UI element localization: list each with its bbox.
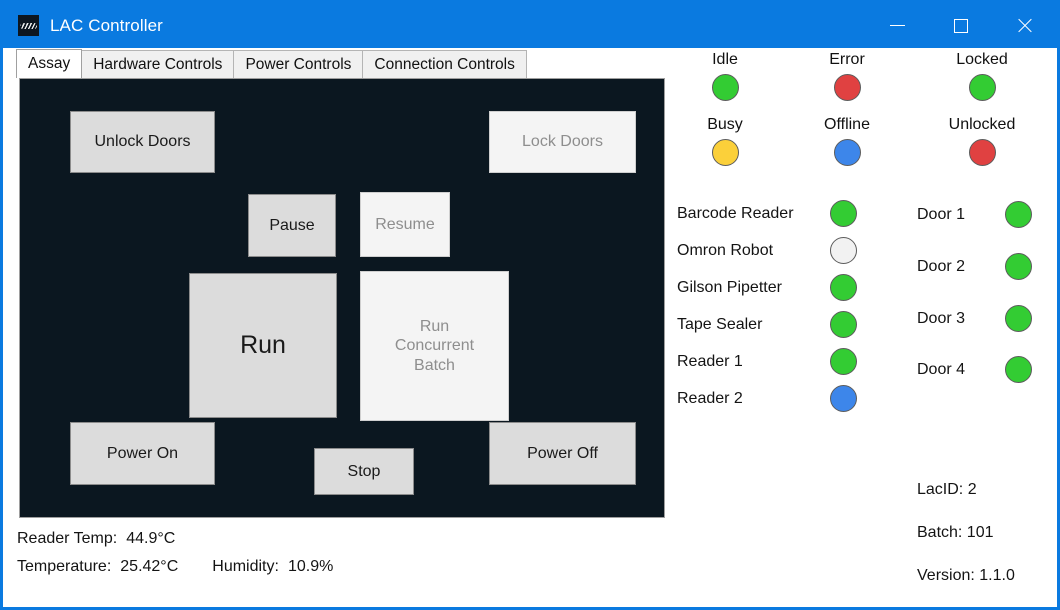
minimize-button[interactable]	[865, 3, 929, 48]
temperature-value: 25.42°C	[120, 558, 179, 575]
legend-error: Error	[787, 51, 907, 106]
tab-assay[interactable]: Assay	[16, 49, 83, 78]
door-row-1: Door 1	[917, 201, 1032, 228]
device-row-barcode-reader: Barcode Reader	[677, 200, 857, 227]
device-row-reader-1: Reader 1	[677, 348, 857, 375]
resume-button: Resume	[360, 192, 450, 257]
humidity-value: 10.9%	[287, 558, 334, 575]
tab-power-controls-label: Power Controls	[245, 55, 352, 73]
legend-error-lamp	[833, 74, 861, 101]
app-icon-waveform	[20, 23, 37, 29]
assay-panel: Unlock Doors Lock Doors Pause Resume Run…	[19, 78, 665, 518]
lock-doors-button: Lock Doors	[489, 111, 636, 173]
legend-idle-label: Idle	[712, 51, 738, 68]
batch-text: Batch: 101	[917, 524, 994, 541]
legend-idle: Idle	[665, 51, 785, 106]
stop-button[interactable]: Stop	[314, 448, 414, 495]
status-bar: Reader Temp: 44.9°C Temperature: 25.42°C…	[17, 530, 717, 586]
legend-idle-lamp	[711, 74, 739, 101]
reader-temp-value: 44.9°C	[126, 530, 176, 547]
legend-busy: Busy	[665, 116, 785, 171]
door-row-2: Door 2	[917, 253, 1032, 280]
tab-hardware-controls-label: Hardware Controls	[93, 55, 223, 73]
unlock-doors-button[interactable]: Unlock Doors	[70, 111, 215, 173]
device-row-omron-robot: Omron Robot	[677, 237, 857, 264]
door-lamp-2	[1005, 253, 1032, 280]
door-label-4: Door 4	[917, 360, 966, 378]
device-row-tape-sealer: Tape Sealer	[677, 311, 857, 338]
device-label-tape-sealer: Tape Sealer	[677, 315, 763, 333]
legend-unlocked: Unlocked	[922, 116, 1042, 171]
legend-busy-label: Busy	[707, 116, 743, 133]
close-button[interactable]	[993, 3, 1057, 48]
temperature-label: Temperature:	[17, 558, 112, 575]
power-on-button[interactable]: Power On	[70, 422, 215, 485]
device-label-gilson-pipetter: Gilson Pipetter	[677, 278, 782, 296]
device-lamp-barcode-reader	[830, 200, 857, 227]
device-lamp-reader-2	[830, 385, 857, 412]
legend-unlocked-label: Unlocked	[948, 116, 1016, 133]
door-lamp-1	[1005, 201, 1032, 228]
legend-locked: Locked	[922, 51, 1042, 106]
legend-offline-label: Offline	[824, 116, 870, 133]
legend-offline: Offline	[787, 116, 907, 171]
pause-button[interactable]: Pause	[248, 194, 336, 257]
door-label-2: Door 2	[917, 257, 966, 275]
maximize-icon	[954, 18, 968, 33]
legend-locked-label: Locked	[956, 51, 1008, 68]
device-label-omron-robot: Omron Robot	[677, 241, 774, 259]
meta-block: LacID: 2 Batch: 101 Version: 1.1.0	[917, 481, 1057, 607]
legend-error-label: Error	[829, 51, 865, 68]
close-icon	[1016, 17, 1034, 35]
legend-offline-lamp	[833, 139, 861, 166]
power-off-button[interactable]: Power Off	[489, 422, 636, 485]
tab-connection-controls-label: Connection Controls	[374, 55, 515, 73]
reader-temp-label: Reader Temp:	[17, 530, 118, 547]
maximize-button[interactable]	[929, 3, 993, 48]
legend-unlocked-lamp	[968, 139, 996, 166]
device-lamp-omron-robot	[830, 237, 857, 264]
tab-assay-label: Assay	[28, 55, 71, 72]
tab-power-controls[interactable]: Power Controls	[233, 50, 364, 78]
device-row-gilson-pipetter: Gilson Pipetter	[677, 274, 857, 301]
reader-temp-line: Reader Temp: 44.9°C	[17, 530, 717, 548]
status-panel: Idle Error Locked Busy Offline Unlocked	[669, 51, 1057, 596]
device-row-reader-2: Reader 2	[677, 385, 857, 412]
window-title: LAC Controller	[50, 15, 163, 35]
title-bar[interactable]: LAC Controller	[3, 3, 1057, 48]
door-lamp-3	[1005, 305, 1032, 332]
tab-hardware-controls[interactable]: Hardware Controls	[81, 50, 235, 78]
door-row-3: Door 3	[917, 305, 1032, 332]
minimize-icon	[889, 25, 905, 26]
version-text: Version: 1.1.0	[917, 567, 1015, 584]
device-lamp-tape-sealer	[830, 311, 857, 338]
tab-connection-controls[interactable]: Connection Controls	[362, 50, 527, 78]
app-waveform-icon	[18, 15, 39, 36]
window-controls	[865, 3, 1057, 48]
device-lamp-reader-1	[830, 348, 857, 375]
device-lamp-gilson-pipetter	[830, 274, 857, 301]
legend-locked-lamp	[968, 74, 996, 101]
humidity-label: Humidity:	[212, 558, 279, 575]
tab-strip: Assay Hardware Controls Power Controls C…	[16, 49, 527, 78]
door-label-3: Door 3	[917, 309, 966, 327]
run-button[interactable]: Run	[189, 273, 337, 418]
legend-busy-lamp	[711, 139, 739, 166]
door-lamp-4	[1005, 356, 1032, 383]
ambient-line: Temperature: 25.42°C Humidity: 10.9%	[17, 558, 717, 576]
lac-id-text: LacID: 2	[917, 481, 977, 498]
device-label-barcode-reader: Barcode Reader	[677, 204, 794, 222]
device-label-reader-2: Reader 2	[677, 389, 743, 407]
device-label-reader-1: Reader 1	[677, 352, 743, 370]
door-row-4: Door 4	[917, 356, 1032, 383]
door-label-1: Door 1	[917, 205, 966, 223]
